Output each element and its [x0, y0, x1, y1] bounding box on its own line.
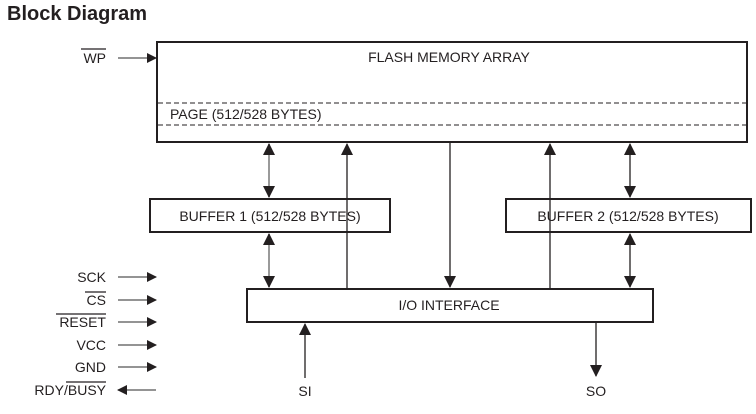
pin-wp: WP	[81, 48, 157, 66]
pin-si: SI	[298, 323, 312, 399]
flash-memory-array-label: FLASH MEMORY ARRAY	[368, 49, 530, 65]
page-region: PAGE (512/528 BYTES)	[158, 102, 746, 126]
buffer1-label: BUFFER 1 (512/528 BYTES)	[179, 208, 360, 224]
pin-so: SO	[586, 322, 606, 399]
buffer2-label: BUFFER 2 (512/528 BYTES)	[537, 208, 718, 224]
pin-rdy-busy-prefix: RDY/	[34, 382, 68, 398]
pin-reset: RESET	[56, 313, 157, 330]
pin-so-label: SO	[586, 383, 606, 399]
buffer2-block: BUFFER 2 (512/528 BYTES)	[505, 198, 752, 233]
pin-reset-label: RESET	[59, 314, 106, 330]
pin-cs-label: CS	[87, 292, 106, 308]
flash-memory-array-block: FLASH MEMORY ARRAY	[156, 41, 748, 143]
pin-gnd-label: GND	[75, 359, 106, 375]
pin-sck-label: SCK	[77, 269, 106, 285]
pin-vcc-label: VCC	[76, 337, 106, 353]
pin-rdy-busy-suffix: BUSY	[68, 382, 107, 398]
pin-gnd: GND	[75, 359, 157, 375]
page-label: PAGE (512/528 BYTES)	[170, 106, 321, 122]
pin-rdy-busy-label: RDY/BUSY	[34, 382, 106, 398]
pin-sck: SCK	[77, 269, 157, 285]
pin-vcc: VCC	[76, 337, 157, 353]
io-interface-block: I/O INTERFACE	[246, 288, 654, 323]
pin-wp-label: WP	[83, 50, 106, 66]
pin-cs: CS	[85, 291, 157, 308]
diagram-title: Block Diagram	[7, 3, 148, 25]
buffer1-block: BUFFER 1 (512/528 BYTES)	[149, 198, 391, 233]
pin-rdy-busy: RDY/BUSY	[34, 381, 156, 398]
pin-si-label: SI	[298, 383, 311, 399]
io-interface-label: I/O INTERFACE	[398, 297, 499, 313]
